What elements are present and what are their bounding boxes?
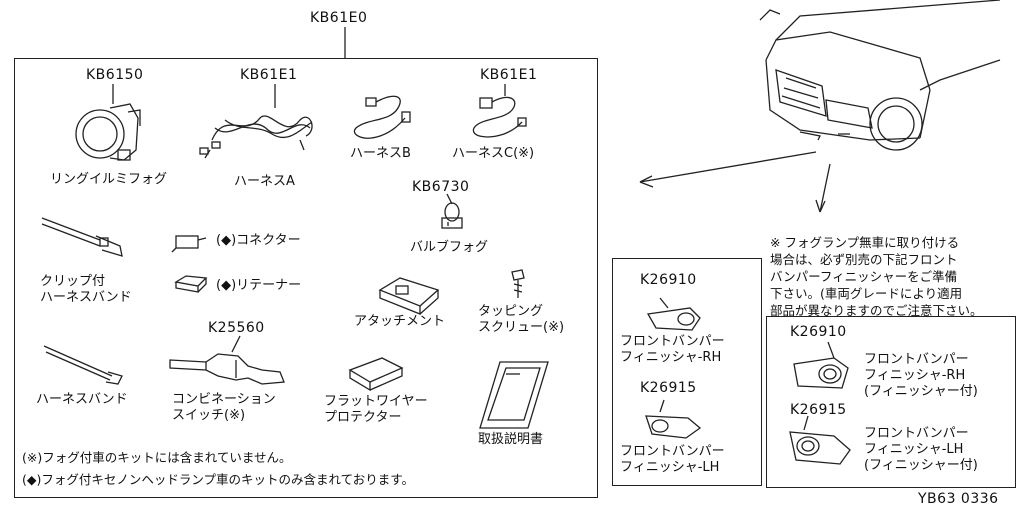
fog-lamp-label: リングイルミフォグ <box>50 172 168 187</box>
bulb-label: バルブフォグ <box>410 240 489 255</box>
retainer-drawing <box>174 275 208 293</box>
harness-c-code: KB61E1 <box>480 67 538 83</box>
switch-label: コンビネーション スイッチ(※) <box>172 392 276 423</box>
finisher-right-lh-label: フロントバンパー フィニッシャ-LH (フィニッシャー付) <box>864 426 978 473</box>
finisher-rh-right-drawing <box>793 341 849 389</box>
bulb-drawing <box>441 193 463 229</box>
harness-c-label: ハーネスC(※) <box>452 146 535 161</box>
arrow-left-line <box>639 151 817 183</box>
retainer-label: (◆)リテーナー <box>216 278 302 293</box>
warning-note: ※ フォグランプ無車に取り付ける 場合は、必ず別売の下記フロント バンパーフィニ… <box>770 235 983 318</box>
kit-box <box>14 58 598 498</box>
note-asterisk: (※)フォグ付車のキットには含まれていません。 <box>22 450 292 465</box>
harness-c-drawing <box>472 84 527 138</box>
harness-a-code: KB61E1 <box>240 67 298 83</box>
finisher-left-rh-code: K26910 <box>640 272 697 288</box>
clip-band-label: クリップ付 ハーネスバンド <box>40 274 132 305</box>
finisher-lh-left-drawing <box>645 399 702 439</box>
fog-lamp-code: KB6150 <box>86 67 144 83</box>
fog-lamp-drawing <box>75 84 141 161</box>
harness-b-drawing <box>353 95 411 139</box>
combination-switch-drawing <box>169 335 285 385</box>
connector-drawing <box>171 235 207 253</box>
finisher-right-rh-label: フロントバンパー フィニッシャ-RH (フィニッシャー付) <box>864 352 978 399</box>
finisher-left-lh-code: K26915 <box>640 380 697 396</box>
manual-label: 取扱説明書 <box>478 432 544 447</box>
wire-protector-label: フラットワイヤー プロテクター <box>324 394 428 425</box>
harness-a-drawing <box>199 84 313 159</box>
connector-label: (◆)コネクター <box>216 233 301 248</box>
harness-band-drawing <box>43 345 123 385</box>
switch-code: K25560 <box>208 320 265 336</box>
harness-a-label: ハーネスA <box>234 174 295 189</box>
manual-drawing <box>479 361 549 429</box>
finisher-rh-left-drawing <box>646 297 701 331</box>
attachment-drawing <box>378 277 440 315</box>
finisher-left-rh-label: フロントバンパー フィニッシャ-RH <box>620 334 725 365</box>
attachment-label: アタッチメント <box>354 314 446 329</box>
tapping-screw-label: タッピング スクリュー(※) <box>478 304 565 335</box>
figure-id: YB63 0336 <box>918 491 999 507</box>
arrow-down-line <box>819 163 831 213</box>
vehicle-drawing <box>759 0 1001 151</box>
bulb-code: KB6730 <box>412 179 470 195</box>
clip-band-drawing <box>41 217 123 257</box>
kit-code: KB61E0 <box>310 10 368 26</box>
harness-band-label: ハーネスバンド <box>36 392 128 407</box>
wire-protector-drawing <box>348 357 404 392</box>
finisher-lh-right-drawing <box>789 415 851 465</box>
note-diamond: (◆)フォグ付キセノンヘッドランプ車のキットのみ含まれております。 <box>22 472 414 487</box>
finisher-right-rh-code: K26910 <box>790 324 847 340</box>
finisher-left-lh-label: フロントバンパー フィニッシャ-LH <box>620 444 725 475</box>
finisher-box-left <box>612 258 762 486</box>
finisher-right-lh-code: K26915 <box>790 402 847 418</box>
harness-b-label: ハーネスB <box>350 146 411 161</box>
tapping-screw-drawing <box>511 269 525 298</box>
finisher-box-right <box>766 316 1016 488</box>
